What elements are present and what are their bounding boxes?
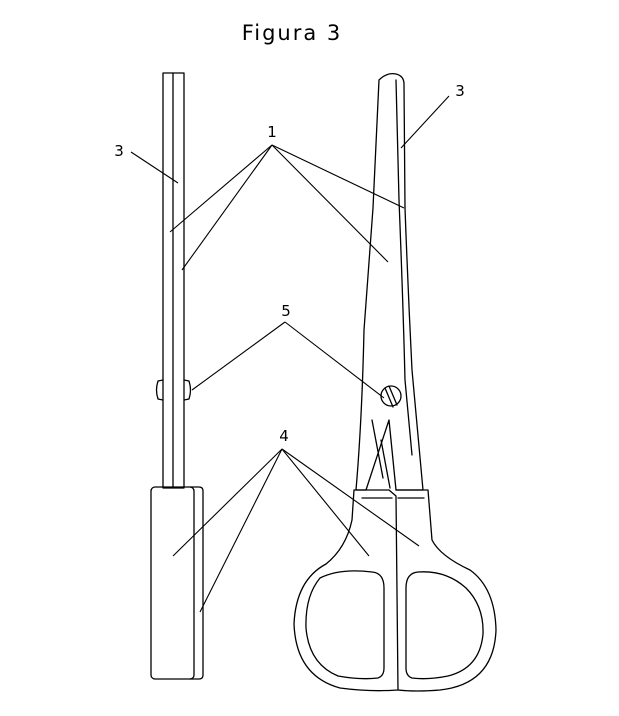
label-3-right: 3: [455, 82, 465, 100]
figure-title: Figura 3: [242, 21, 343, 45]
front-left-handle: [293, 489, 399, 692]
label-1: 1: [267, 123, 277, 141]
scissors-side-view: [150, 72, 204, 680]
front-left-finger-hole: [305, 570, 385, 680]
label-4: 4: [279, 427, 289, 445]
leader-lines: [130, 95, 450, 613]
front-pivot-screw: [380, 385, 402, 408]
side-handle-back: [189, 486, 204, 680]
front-right-finger-hole: [405, 571, 484, 680]
label-3-left: 3: [114, 142, 124, 160]
front-blade-gap: [371, 419, 391, 489]
side-pivot-screw: [155, 379, 192, 401]
front-blade-outline: [355, 72, 424, 491]
scissors-front-view: [293, 72, 497, 692]
front-right-handle: [395, 489, 497, 692]
side-handle-front: [150, 486, 195, 680]
label-5: 5: [281, 302, 291, 320]
side-blade-outline: [162, 72, 185, 489]
front-blade-edge: [395, 79, 413, 456]
